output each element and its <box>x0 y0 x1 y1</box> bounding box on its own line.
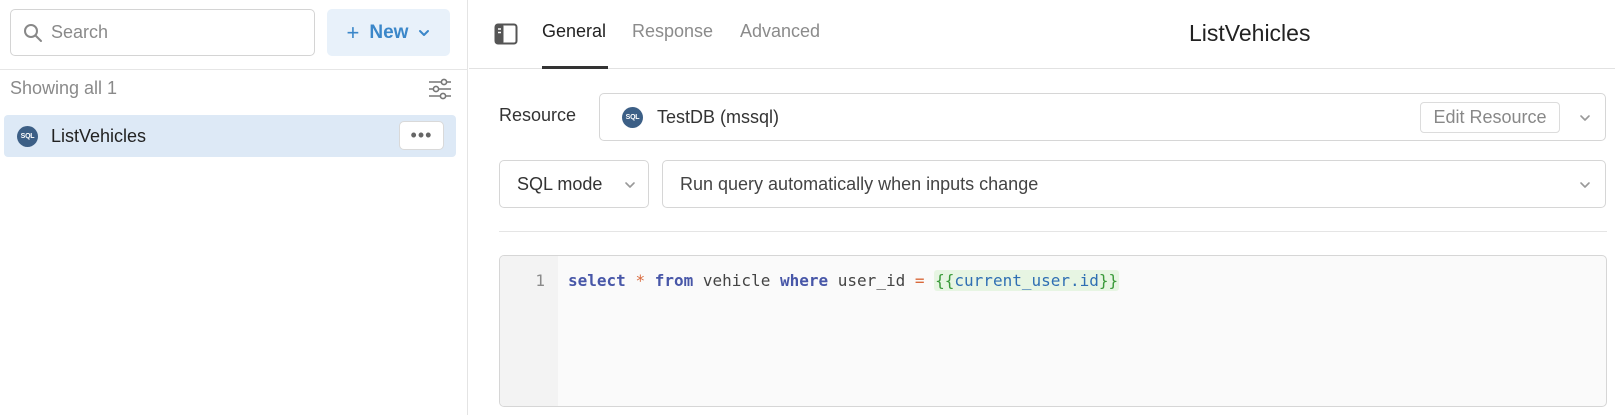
toggle-sidebar-icon[interactable] <box>494 23 518 45</box>
edit-resource-button[interactable]: Edit Resource <box>1420 102 1560 133</box>
line-number-gutter <box>500 256 558 406</box>
active-tab-indicator <box>542 66 608 69</box>
identifier: vehicle <box>702 271 771 290</box>
query-name: ListVehicles <box>51 125 147 146</box>
search-input[interactable] <box>51 22 301 43</box>
query-title[interactable]: ListVehicles <box>1189 20 1311 46</box>
template-close: }} <box>1098 271 1119 290</box>
showing-count: Showing all 1 <box>10 78 118 98</box>
tab-general[interactable]: General <box>542 21 607 41</box>
chevron-down-icon <box>419 29 430 36</box>
identifier: user_id <box>837 271 906 290</box>
divider <box>499 231 1607 232</box>
new-query-button[interactable]: + New <box>327 9 450 56</box>
operator: * <box>635 271 646 290</box>
resource-label: Resource <box>499 105 577 125</box>
search-box[interactable] <box>10 9 315 56</box>
query-editor-panel: General Response Advanced ListVehicles R… <box>469 0 1615 415</box>
plus-icon: + <box>346 19 360 45</box>
keyword: select <box>568 271 626 290</box>
run-trigger-value: Run query automatically when inputs chan… <box>680 173 1039 194</box>
resource-name: TestDB (mssql) <box>657 106 780 127</box>
editor-header: General Response Advanced ListVehicles <box>469 0 1615 69</box>
template-open: {{ <box>935 271 955 290</box>
divider <box>0 69 468 70</box>
filter-sliders-icon[interactable] <box>428 78 452 100</box>
run-trigger-select[interactable]: Run query automatically when inputs chan… <box>662 160 1606 208</box>
tab-response[interactable]: Response <box>632 21 714 41</box>
new-button-label: New <box>369 21 409 43</box>
search-icon <box>24 23 42 42</box>
query-list-panel: + New Showing all 1 SQL ListVehicles ••• <box>0 0 468 415</box>
sql-icon: SQL <box>622 106 643 128</box>
line-number: 1 <box>535 271 545 290</box>
operator: = <box>914 271 925 290</box>
code-line[interactable]: select * from vehicle where user_id = {{… <box>568 270 1120 291</box>
sql-mode-select[interactable]: SQL mode <box>499 160 649 208</box>
keyword: where <box>779 271 829 290</box>
template-variable: current_user.id <box>954 271 1099 290</box>
tab-advanced[interactable]: Advanced <box>740 21 821 41</box>
chevron-down-icon <box>1580 182 1590 188</box>
chevron-down-icon <box>1580 115 1590 121</box>
sql-mode-value: SQL mode <box>517 173 603 194</box>
sql-icon: SQL <box>17 125 38 147</box>
more-options-button[interactable]: ••• <box>399 121 444 150</box>
list-item[interactable]: SQL ListVehicles ••• <box>4 115 456 157</box>
template-expression: {{current_user.id}} <box>934 270 1120 291</box>
chevron-down-icon <box>625 182 635 188</box>
sql-code-editor[interactable]: 1 select * from vehicle where user_id = … <box>499 255 1607 407</box>
keyword: from <box>654 271 694 290</box>
resource-select[interactable]: SQL TestDB (mssql) Edit Resource <box>599 93 1606 141</box>
